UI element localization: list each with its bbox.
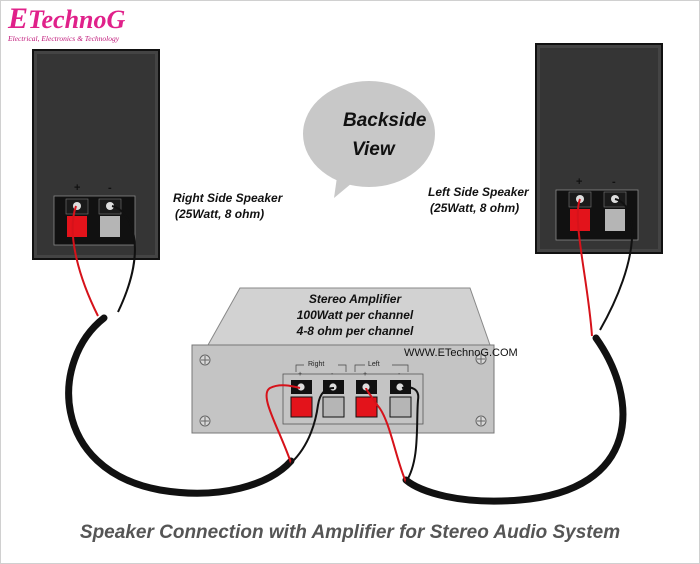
left-speaker-minus-sign: -	[612, 176, 616, 188]
negative-terminal	[100, 216, 120, 237]
etechnog-logo: ETechnoG Electrical, Electronics & Techn…	[8, 2, 126, 44]
diagram-caption: Speaker Connection with Amplifier for St…	[79, 522, 621, 543]
cable-jacket	[402, 334, 627, 505]
bubble-line-2: View	[352, 139, 395, 160]
bubble-line-1: Backside	[343, 110, 427, 131]
screw-icon	[329, 383, 337, 391]
amplifier-impedance: 4-8 ohm per channel	[296, 324, 414, 338]
right-speaker-minus-sign: -	[108, 182, 112, 194]
left-side-speaker	[535, 43, 663, 254]
left-speaker-name: Left Side Speaker	[428, 185, 529, 199]
amplifier-power: 100Watt per channel	[296, 308, 414, 322]
right-side-speaker	[32, 49, 160, 260]
amp-right-minus-sign: -	[331, 371, 334, 378]
right-speaker-name: Right Side Speaker	[173, 191, 283, 205]
screw-icon	[362, 383, 370, 391]
amp-left-channel-label: Left	[368, 361, 380, 368]
amp-right-plus-sign: +	[298, 371, 303, 378]
amp-right-negative-terminal	[322, 396, 345, 418]
watermark-url: WWW.ETechnoG.COM	[404, 347, 518, 359]
amp-left-minus-sign: -	[398, 371, 401, 378]
backside-view-bubble	[303, 81, 435, 198]
right-speaker-cable	[65, 205, 335, 497]
amplifier-label: Stereo Amplifier 100Watt per channel 4-8…	[250, 291, 460, 339]
left-speaker-plus-sign: +	[576, 176, 583, 188]
left-speaker-label: Left Side Speaker (25Watt, 8 ohm)	[428, 184, 529, 216]
stereo-amplifier	[191, 287, 495, 434]
screw-icon	[106, 202, 114, 210]
right-speaker-spec: (25Watt, 8 ohm)	[175, 207, 265, 221]
right-speaker-label: Right Side Speaker (25Watt, 8 ohm)	[173, 190, 282, 222]
positive-terminal	[67, 216, 87, 237]
left-speaker-cable	[365, 198, 634, 505]
amplifier-title: Stereo Amplifier	[308, 292, 402, 306]
left-speaker-spec: (25Watt, 8 ohm)	[430, 201, 520, 215]
screw-icon	[396, 383, 404, 391]
cable-jacket	[65, 314, 295, 497]
right-speaker-plus-sign: +	[74, 182, 81, 194]
amp-right-channel-label: Right	[308, 361, 325, 368]
amp-left-negative-terminal	[389, 396, 412, 418]
amp-right-positive-terminal	[290, 396, 313, 418]
amp-left-plus-sign: +	[363, 371, 368, 378]
amp-left-positive-terminal	[355, 396, 378, 418]
positive-terminal	[570, 209, 590, 231]
negative-terminal	[605, 209, 625, 231]
